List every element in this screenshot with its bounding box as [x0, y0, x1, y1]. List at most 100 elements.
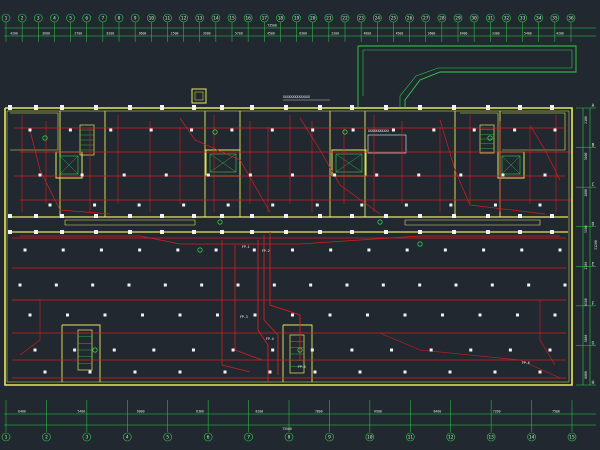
column: [34, 230, 38, 234]
outer-wall-inner: [6, 110, 570, 383]
alarm-module: [377, 219, 383, 225]
column: [220, 214, 224, 218]
axis-label-bottom: 11: [408, 435, 414, 441]
smoke-detector: [345, 283, 349, 287]
dimension-top: 4500: [267, 32, 275, 36]
smoke-detector: [403, 370, 407, 374]
dimension-top: 3900: [203, 32, 211, 36]
ramp-inner: [363, 49, 573, 108]
dimension-top: 4500: [396, 32, 404, 36]
elevator-cross: [335, 153, 363, 173]
axis-label-bottom: 1: [5, 435, 8, 441]
column: [452, 230, 456, 234]
axis-label-top: 19: [294, 16, 300, 22]
smoke-detector: [291, 248, 294, 252]
axis-label-top: 6: [85, 16, 88, 22]
smoke-detector: [23, 248, 27, 252]
smoke-detector: [443, 248, 447, 252]
dimension-right: 2100: [584, 116, 588, 124]
smoke-detector: [381, 283, 385, 287]
dimension-bottom-total: 73500: [282, 427, 292, 431]
column: [8, 214, 12, 218]
north-diagonal-east: [439, 119, 546, 215]
axis-label-top: 30: [471, 16, 477, 22]
smoke-detector: [88, 370, 92, 374]
roof-hatch-inner: [194, 91, 204, 101]
column: [128, 105, 132, 110]
smoke-detector: [93, 203, 97, 207]
axis-bubble-bottom: [122, 432, 132, 442]
column: [486, 105, 490, 110]
dimension-top: 4200: [10, 32, 18, 36]
smoke-detector: [482, 248, 486, 252]
axis-label-right: C: [592, 182, 595, 188]
shaft-enclosure: [367, 134, 407, 154]
axis-bubble-bottom: [1, 432, 11, 442]
smoke-detector: [48, 203, 52, 207]
smoke-detector: [271, 348, 275, 352]
smoke-detector: [164, 173, 168, 177]
axis-label-right: B: [592, 143, 595, 149]
smoke-detector: [508, 348, 512, 352]
dimension-top: 3600: [139, 32, 147, 36]
column: [350, 230, 354, 234]
annotation-note-6: FP-4: [266, 337, 274, 341]
axis-bubble-bottom: [365, 432, 375, 442]
smoke-detector: [268, 370, 272, 374]
dimension-top: 8400: [460, 32, 468, 36]
column: [486, 230, 490, 234]
smoke-detector: [109, 128, 113, 132]
column: [452, 105, 456, 110]
alarm-module: [217, 219, 223, 225]
dimension-top: 3300: [492, 32, 500, 36]
column: [486, 214, 490, 218]
smoke-detector: [360, 203, 364, 207]
central-riser-1: [257, 240, 269, 382]
axis-bubble-bottom: [42, 432, 51, 442]
smoke-detector: [553, 313, 557, 317]
smoke-detector: [66, 313, 69, 317]
smoke-detector: [418, 283, 422, 287]
annotation-note-7: FP-5: [298, 365, 306, 369]
axis-bubble-bottom: [486, 432, 496, 442]
dimension-top: 3600: [428, 32, 436, 36]
column: [94, 230, 98, 234]
smoke-detector: [478, 313, 482, 317]
column: [192, 230, 196, 234]
north-diagonal-far-east: [529, 124, 561, 181]
axis-label-top: 35: [552, 16, 558, 22]
axis-bubble-bottom: [163, 432, 173, 442]
smoke-detector: [417, 173, 421, 177]
smoke-detector: [358, 370, 362, 374]
dimension-right: 3300: [584, 225, 588, 233]
column: [284, 214, 288, 218]
column: [60, 105, 64, 110]
axis-label-top: 33: [520, 16, 526, 22]
column: [318, 230, 322, 234]
axis-label-right: H: [592, 380, 595, 386]
north-diagonal-center: [179, 117, 271, 213]
smoke-detector: [133, 370, 137, 374]
column: [160, 230, 164, 234]
axis-label-top: 27: [423, 16, 429, 22]
axis-label-top: 10: [149, 16, 155, 22]
smoke-detector: [28, 128, 32, 132]
dimension-bottom: 6300: [196, 410, 204, 414]
axis-bubble-bottom: [244, 432, 253, 442]
smoke-detector: [390, 348, 394, 352]
axis-label-top: 13: [197, 16, 203, 22]
elevator-cross: [209, 153, 237, 173]
column: [418, 214, 422, 218]
axis-label-top: 31: [488, 16, 494, 22]
smoke-detector: [230, 128, 234, 132]
column: [384, 230, 388, 234]
axis-label-top: 7: [101, 16, 104, 22]
dimension-right: 2700: [584, 262, 588, 270]
smoke-detector: [68, 128, 72, 132]
smoke-detector: [329, 248, 333, 252]
dimension-right: 6000: [584, 371, 588, 379]
central-riser-2: [263, 235, 279, 375]
smoke-detector: [252, 248, 256, 252]
smoke-detector: [516, 313, 519, 317]
